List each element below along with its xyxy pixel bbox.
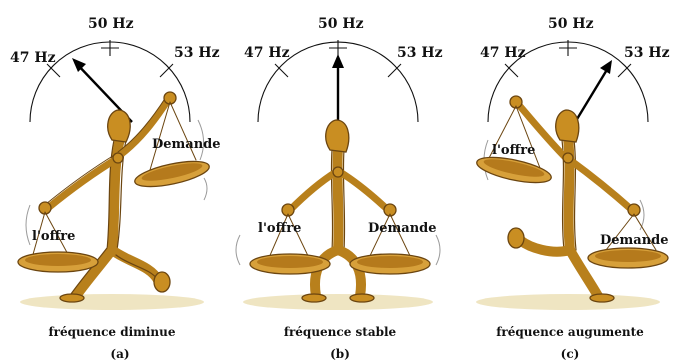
- balance-figure-a: [18, 92, 211, 310]
- left-leg: [520, 240, 570, 252]
- demand-pan-b: [350, 254, 430, 274]
- demand-pan-c: [588, 248, 668, 268]
- left-foot: [302, 294, 326, 302]
- motion-line: [26, 205, 30, 245]
- panel-sublabel: (a): [110, 347, 129, 361]
- caption: fréquence stable: [284, 325, 397, 339]
- left-foot: [508, 228, 524, 248]
- ground-shadow: [243, 294, 433, 310]
- offer-label: l'offre: [258, 221, 301, 236]
- freq-53-label: 53 Hz: [624, 45, 670, 61]
- panel-b: 50 Hz 47 Hz 53 Hz: [236, 16, 443, 361]
- demand-label: Demande: [600, 233, 669, 248]
- left-arm: [48, 158, 118, 208]
- freq-47-label: 47 Hz: [244, 45, 290, 61]
- demand-pan-a: [133, 156, 211, 191]
- offer-label: l'offre: [32, 229, 75, 244]
- figure-head: [326, 120, 349, 152]
- shoulder-joint: [333, 167, 343, 177]
- freq-47-label: 47 Hz: [10, 50, 56, 66]
- ground-shadow: [20, 294, 204, 310]
- left-arm: [290, 172, 336, 210]
- demand-label: Demande: [368, 221, 437, 236]
- figure-head: [556, 110, 579, 142]
- panel-c: 50 Hz 47 Hz 53 Hz: [475, 16, 670, 361]
- freq-53-label: 53 Hz: [174, 45, 220, 61]
- gauge-needle: [574, 68, 608, 124]
- left-foot: [60, 294, 84, 302]
- panel-sublabel: (c): [561, 347, 580, 361]
- freq-47-label: 47 Hz: [480, 45, 526, 61]
- demand-label: Demande: [152, 137, 221, 152]
- right-foot: [350, 294, 374, 302]
- figure-body: [337, 148, 338, 250]
- freq-50-label: 50 Hz: [318, 16, 364, 32]
- caption: fréquence augumente: [496, 325, 644, 339]
- right-arm: [570, 160, 632, 210]
- freq-50-label: 50 Hz: [88, 16, 134, 32]
- motion-line: [236, 235, 240, 265]
- offer-label: l'offre: [492, 143, 535, 158]
- right-foot: [590, 294, 614, 302]
- gauge-a: 50 Hz 47 Hz 53 Hz: [10, 16, 220, 122]
- caption: fréquence diminue: [48, 325, 175, 339]
- freq-53-label: 53 Hz: [397, 45, 443, 61]
- right-leg: [338, 250, 361, 296]
- gauge-b: 50 Hz 47 Hz 53 Hz: [244, 16, 443, 124]
- freq-50-label: 50 Hz: [548, 16, 594, 32]
- motion-line: [204, 178, 207, 200]
- needle-arrowhead: [332, 54, 344, 68]
- balance-figure-c: [475, 96, 668, 310]
- shoulder-joint: [113, 153, 123, 163]
- right-foot: [154, 272, 170, 292]
- balance-figure-b: [236, 120, 440, 310]
- gauge-c: 50 Hz 47 Hz 53 Hz: [480, 16, 670, 124]
- ground-shadow: [476, 294, 660, 310]
- shoulder-joint: [563, 153, 573, 163]
- panel-sublabel: (b): [330, 347, 350, 361]
- motion-line: [436, 235, 440, 265]
- figure-head: [108, 110, 130, 142]
- offer-pan-a: [18, 252, 98, 272]
- panel-a: 50 Hz 47 Hz 53 Hz: [10, 16, 221, 361]
- offer-pan-b: [250, 254, 330, 274]
- right-arm: [340, 172, 388, 210]
